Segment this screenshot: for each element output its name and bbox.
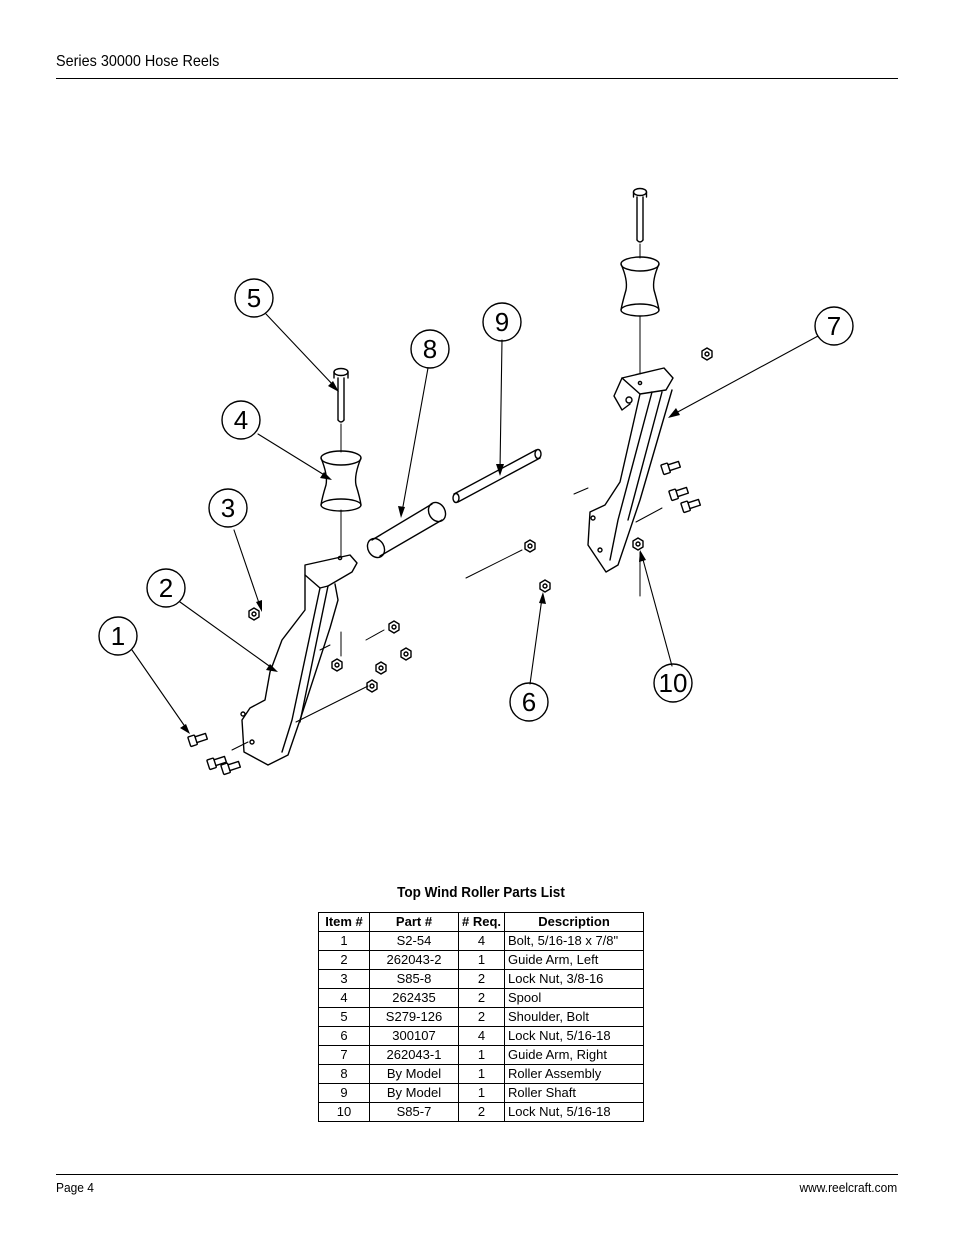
cell-item: 6	[318, 1026, 370, 1046]
website-link[interactable]: www.reelcraft.com	[799, 1180, 897, 1195]
column-header-part: Part #	[369, 912, 459, 932]
cell-req: 1	[457, 1045, 506, 1065]
bolts-left	[187, 732, 242, 776]
guide-arm-left	[240, 554, 358, 766]
cell-part: 262435	[369, 988, 459, 1008]
cell-description: Lock Nut, 5/16-18	[504, 1102, 644, 1122]
cell-description: Bolt, 5/16-18 x 7/8"	[504, 931, 644, 951]
cell-item: 7	[318, 1045, 370, 1065]
cell-req: 4	[457, 1026, 506, 1046]
footer-divider	[56, 1174, 898, 1175]
parts-list-table: Item # Part # # Req. Description 1 S2-54…	[318, 912, 644, 1122]
parts-list-header-row: Item # Part # # Req. Description	[318, 912, 644, 932]
callout-10: 10	[653, 663, 693, 703]
lock-nuts	[248, 347, 713, 693]
cell-part: S85-7	[369, 1102, 459, 1122]
cell-description: Shoulder, Bolt	[504, 1007, 644, 1027]
cell-req: 4	[457, 931, 506, 951]
roller-assembly	[366, 501, 447, 559]
cell-req: 2	[457, 1007, 506, 1027]
table-row: 2 262043-2 1 Guide Arm, Left	[318, 950, 644, 970]
page-number: Page 4	[56, 1180, 94, 1195]
cell-part: S85-8	[369, 969, 459, 989]
page-header-title: Series 30000 Hose Reels	[56, 53, 220, 70]
assembly-lines	[231, 243, 663, 751]
cell-description: Roller Assembly	[504, 1064, 644, 1084]
table-row: 10 S85-7 2 Lock Nut, 5/16-18	[318, 1102, 644, 1122]
table-row: 5 S279-126 2 Shoulder, Bolt	[318, 1007, 644, 1027]
guide-arm-right	[587, 367, 674, 573]
exploded-parts-diagram: 1 2 3 4 5 6 7 8 9 10	[98, 187, 854, 776]
cell-description: Guide Arm, Left	[504, 950, 644, 970]
cell-req: 1	[457, 1064, 506, 1084]
cell-req: 1	[457, 950, 506, 970]
leader-lines	[131, 313, 819, 729]
cell-part: 262043-1	[369, 1045, 459, 1065]
cell-item: 3	[318, 969, 370, 989]
leader-arrowheads	[180, 381, 680, 734]
table-row: 4 262435 2 Spool	[318, 988, 644, 1008]
bolts-right	[660, 460, 702, 514]
cell-description: Lock Nut, 5/16-18	[504, 1026, 644, 1046]
svg-text:7: 7	[827, 311, 841, 341]
cell-req: 2	[457, 969, 506, 989]
table-row: 1 S2-54 4 Bolt, 5/16-18 x 7/8"	[318, 931, 644, 951]
cell-item: 10	[318, 1102, 370, 1122]
parts-list-title: Top Wind Roller Parts List	[397, 884, 565, 901]
svg-text:9: 9	[495, 307, 509, 337]
callout-3: 3	[208, 488, 248, 528]
cell-part: 300107	[369, 1026, 459, 1046]
cell-req: 2	[457, 988, 506, 1008]
callout-9: 9	[482, 302, 522, 342]
svg-text:3: 3	[221, 493, 235, 523]
cell-description: Roller Shaft	[504, 1083, 644, 1103]
callout-4: 4	[221, 400, 261, 440]
callout-7: 7	[814, 306, 854, 346]
cell-part: S279-126	[369, 1007, 459, 1027]
table-row: 6 300107 4 Lock Nut, 5/16-18	[318, 1026, 644, 1046]
cell-item: 1	[318, 931, 370, 951]
cell-item: 4	[318, 988, 370, 1008]
shoulder-bolt-left	[333, 367, 349, 423]
spool-left	[320, 450, 362, 512]
svg-text:2: 2	[159, 573, 173, 603]
cell-part: By Model	[369, 1064, 459, 1084]
cell-item: 2	[318, 950, 370, 970]
svg-text:10: 10	[659, 668, 688, 698]
column-header-req: # Req.	[457, 912, 506, 932]
cell-item: 9	[318, 1083, 370, 1103]
svg-text:4: 4	[234, 405, 248, 435]
svg-text:1: 1	[111, 621, 125, 651]
column-header-description: Description	[504, 912, 644, 932]
table-row: 7 262043-1 1 Guide Arm, Right	[318, 1045, 644, 1065]
cell-part: By Model	[369, 1083, 459, 1103]
cell-part: 262043-2	[369, 950, 459, 970]
table-row: 8 By Model 1 Roller Assembly	[318, 1064, 644, 1084]
callout-6: 6	[509, 682, 549, 722]
svg-text:5: 5	[247, 283, 261, 313]
callout-2: 2	[146, 568, 186, 608]
callout-1: 1	[98, 616, 138, 656]
cell-req: 2	[457, 1102, 506, 1122]
svg-text:6: 6	[522, 687, 536, 717]
cell-item: 5	[318, 1007, 370, 1027]
shoulder-bolt-right	[632, 187, 648, 243]
roller-shaft	[452, 448, 542, 504]
header-divider	[56, 78, 898, 79]
cell-req: 1	[457, 1083, 506, 1103]
callout-8: 8	[410, 329, 450, 369]
cell-description: Guide Arm, Right	[504, 1045, 644, 1065]
callout-5: 5	[234, 278, 274, 318]
spool-right	[620, 256, 660, 317]
table-row: 9 By Model 1 Roller Shaft	[318, 1083, 644, 1103]
cell-item: 8	[318, 1064, 370, 1084]
cell-part: S2-54	[369, 931, 459, 951]
table-row: 3 S85-8 2 Lock Nut, 3/8-16	[318, 969, 644, 989]
svg-text:8: 8	[423, 334, 437, 364]
cell-description: Lock Nut, 3/8-16	[504, 969, 644, 989]
cell-description: Spool	[504, 988, 644, 1008]
column-header-item: Item #	[318, 912, 370, 932]
